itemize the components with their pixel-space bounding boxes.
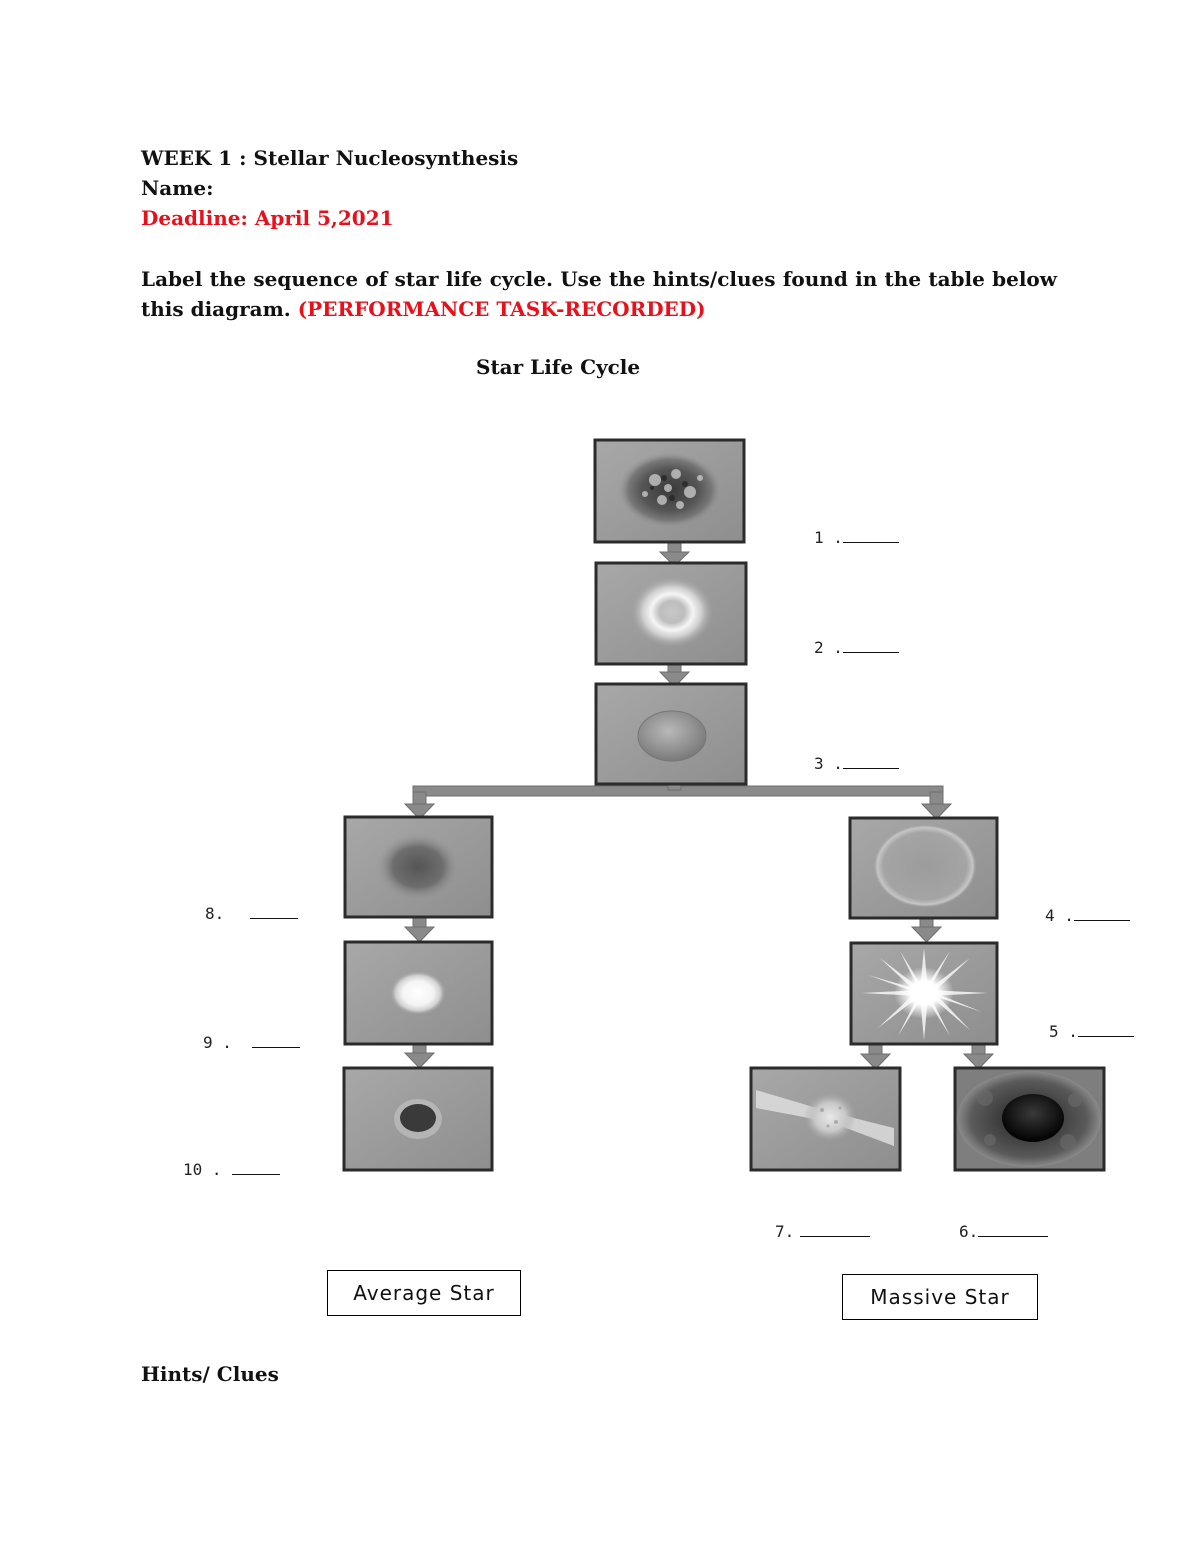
- label-1-number: 1 .: [814, 528, 843, 547]
- massive-star-box: Massive Star: [842, 1274, 1038, 1320]
- answer-blank-10[interactable]: [232, 1160, 280, 1175]
- label-8-number: 8.: [205, 904, 224, 923]
- label-8: 8.: [205, 904, 298, 923]
- average-star-label: Average Star: [353, 1281, 495, 1305]
- label-5-number: 5 .: [1049, 1022, 1078, 1041]
- stage-panel-planetary-nebula: [345, 942, 492, 1044]
- label-7-number: 7.: [775, 1222, 794, 1241]
- label-10-number: 10 .: [183, 1160, 222, 1179]
- massive-star-label: Massive Star: [870, 1285, 1009, 1309]
- stage-panel-supernova: [851, 943, 997, 1044]
- stage-panel-neutron-star: [751, 1068, 900, 1170]
- answer-blank-6[interactable]: [978, 1222, 1048, 1237]
- answer-blank-8[interactable]: [250, 904, 298, 919]
- stage-panel-protostar: [596, 563, 746, 664]
- answer-blank-3[interactable]: [843, 754, 899, 769]
- stage-panel-red-giant: [345, 817, 492, 917]
- label-3-number: 3 .: [814, 754, 843, 773]
- label-2-number: 2 .: [814, 638, 843, 657]
- label-4-number: 4 .: [1045, 906, 1074, 925]
- label-6: 6.: [959, 1222, 1048, 1241]
- answer-blank-4[interactable]: [1074, 906, 1130, 921]
- answer-blank-2[interactable]: [843, 638, 899, 653]
- label-9-number: 9 .: [203, 1033, 232, 1052]
- label-4: 4 .: [1045, 906, 1130, 925]
- label-5: 5 .: [1049, 1022, 1134, 1041]
- label-2: 2 .: [814, 638, 899, 657]
- average-star-box: Average Star: [327, 1270, 521, 1316]
- stage-panel-black-hole: [955, 1068, 1104, 1170]
- answer-blank-1[interactable]: [843, 528, 899, 543]
- stage-panel-dwarf: [344, 1068, 492, 1170]
- stage-panel-nebula: [595, 440, 744, 542]
- label-10: 10 .: [183, 1160, 280, 1179]
- label-7: 7.: [775, 1222, 870, 1241]
- hints-title: Hints/ Clues: [141, 1362, 279, 1386]
- label-3: 3 .: [814, 754, 899, 773]
- label-1: 1 .: [814, 528, 899, 547]
- answer-blank-7[interactable]: [800, 1222, 870, 1237]
- label-9: 9 .: [203, 1033, 300, 1052]
- label-6-number: 6.: [959, 1222, 978, 1241]
- answer-blank-9[interactable]: [252, 1033, 300, 1048]
- stage-panel-supergiant: [850, 818, 997, 918]
- answer-blank-5[interactable]: [1078, 1022, 1134, 1037]
- stage-panel-main-sequence: [596, 684, 746, 784]
